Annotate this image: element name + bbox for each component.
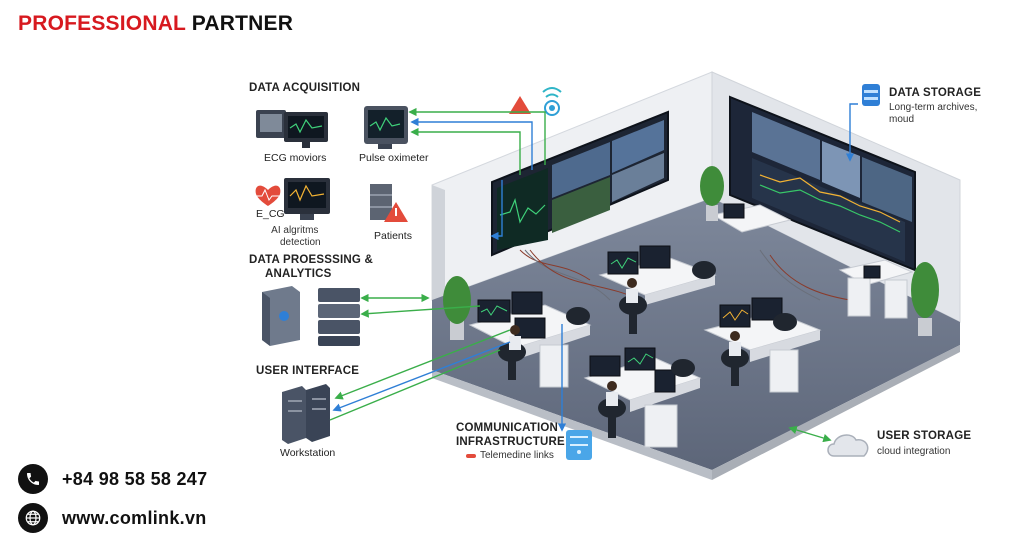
data-storage-sublabel: Long-term archives, moud <box>889 102 977 126</box>
data-storage-label: DATA STORAGE <box>889 87 982 99</box>
server-tower-icon <box>262 286 300 346</box>
heart-icon <box>255 185 281 206</box>
ecg-monitors-label: ECG moviors <box>264 152 327 164</box>
brand-title: PROFESSIONAL PARTNER <box>18 12 293 36</box>
connection-arrows <box>329 103 858 443</box>
phone-number[interactable]: +84 98 58 58 247 <box>62 468 208 489</box>
server-stack-icon <box>318 288 360 346</box>
processing-line1: DATA PROESSSING & <box>249 254 373 266</box>
communication-line2: INFRASTRUCTURE <box>456 436 565 448</box>
website-link[interactable]: www.comlink.vn <box>62 507 207 528</box>
communication-line1: COMMUNICATION <box>456 422 559 434</box>
brand-part1: PROFESSIONAL <box>18 12 186 35</box>
workstation-icon <box>282 384 330 444</box>
monitor-traces <box>480 257 749 365</box>
communication-hub-icon <box>566 430 592 460</box>
ecg-monitors-icon <box>256 110 328 148</box>
operators <box>498 261 797 438</box>
globe-icon <box>18 503 48 533</box>
contact-website[interactable]: www.comlink.vn <box>18 503 207 533</box>
user-storage-label: USER STORAGE <box>877 430 972 442</box>
pulse-oximeter-label: Pulse oximeter <box>359 152 429 164</box>
ecg-label: E_CG <box>256 208 285 220</box>
telemedicine-link-icon <box>466 454 476 458</box>
video-wall-right <box>729 95 916 272</box>
desk-monitors <box>477 203 881 393</box>
warning-icon <box>509 96 531 114</box>
workstation-label: Workstation <box>280 447 336 459</box>
plants <box>443 166 939 340</box>
wifi-sensor-icon <box>542 87 562 116</box>
contact-phone[interactable]: +84 98 58 58 247 <box>18 464 207 494</box>
cloud-integration-label: cloud integration <box>877 446 951 457</box>
processing-label: DATA PROESSSING & ANALYTICS <box>249 253 373 281</box>
cloud-icon <box>827 434 869 457</box>
communication-label: COMMUNICATION INFRASTRUCTURE <box>456 421 565 449</box>
ai-algorithms-line1: AI algritms <box>271 225 319 236</box>
data-storage-sub2: moud <box>889 114 915 125</box>
processing-line2: ANALYTICS <box>265 268 332 280</box>
data-storage-icon <box>862 84 880 106</box>
brand-part2: PARTNER <box>191 12 294 35</box>
data-acquisition-label: DATA ACQUISITION <box>249 82 361 94</box>
ai-algorithms-label: AI algritms detection <box>269 225 321 249</box>
patients-device-icon <box>370 184 408 222</box>
data-storage-sub1: Long-term archives, <box>889 102 978 113</box>
phone-icon <box>18 464 48 494</box>
patients-label: Patients <box>374 230 412 242</box>
video-wall-left <box>491 110 669 257</box>
ecg-monitor-icon <box>284 178 330 220</box>
telemedicine-label: Telemedine links <box>480 450 554 461</box>
ai-algorithms-line2: detection <box>280 237 321 248</box>
pulse-oximeter-icon <box>364 106 408 149</box>
user-interface-label: USER INTERFACE <box>256 365 360 377</box>
